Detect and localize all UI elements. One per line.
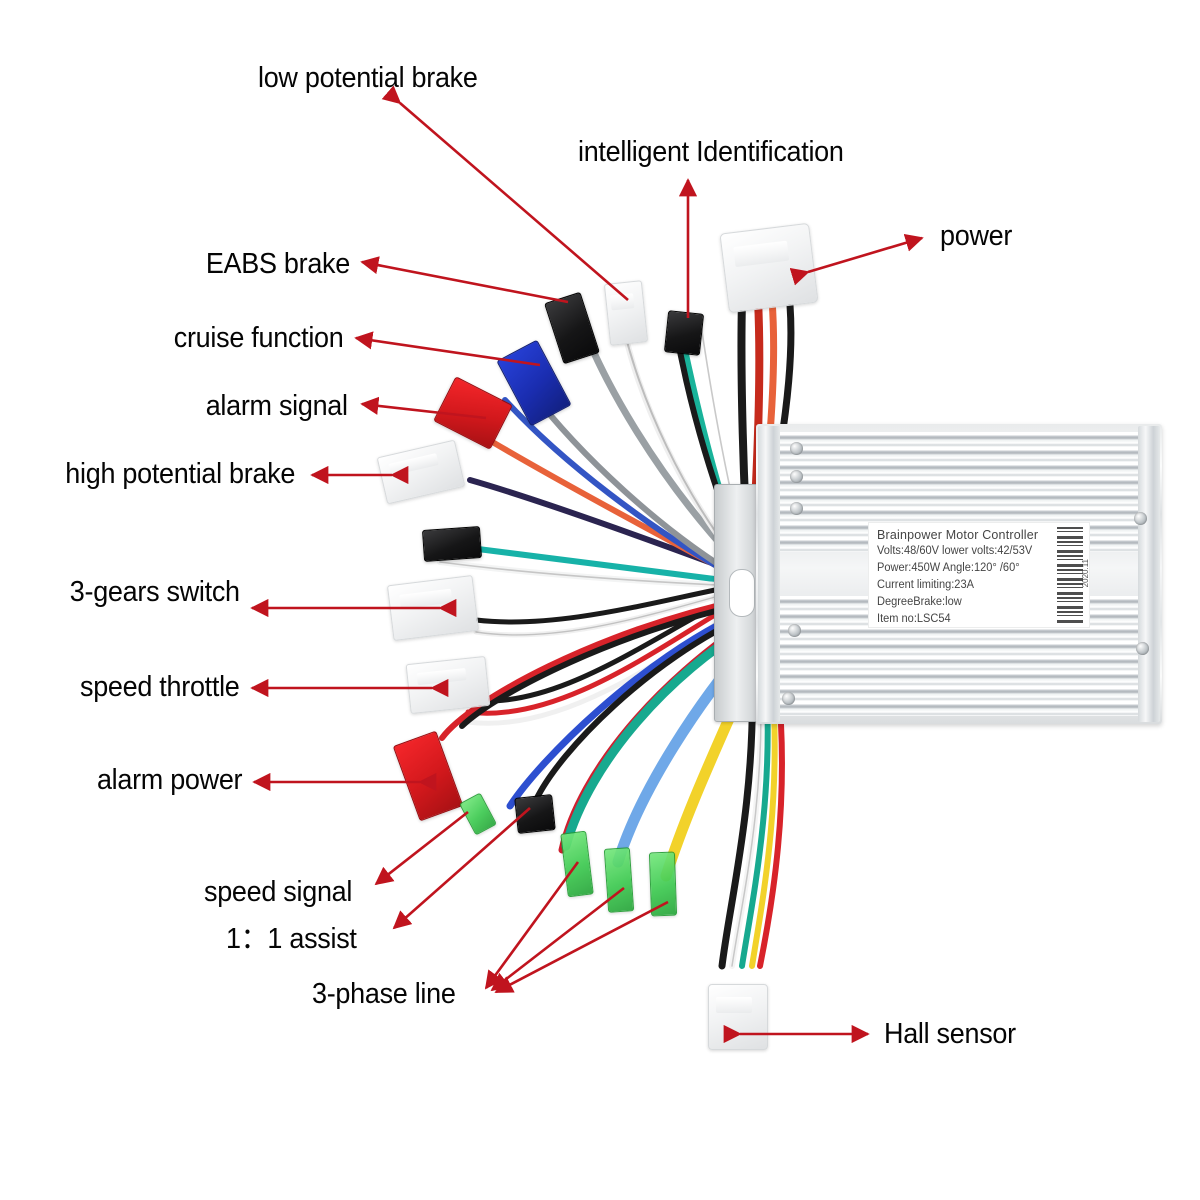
connector-intelligent-identification: [663, 310, 705, 356]
label-speed-signal: speed signal: [204, 876, 353, 908]
label-low-potential-brake: low potential brake: [258, 62, 478, 94]
screw-icon: [782, 692, 795, 705]
label-speed-throttle: speed throttle: [80, 671, 240, 703]
screw-icon: [790, 442, 803, 455]
connector-3-phase-c: [648, 851, 678, 917]
controller-nameplate: Brainpower Motor Controller Volts:48/60V…: [868, 522, 1090, 628]
nameplate-item-no: Item no:LSC54: [877, 613, 951, 625]
label-high-potential-brake: high potential brake: [65, 458, 295, 490]
connector-hall-sensor: [708, 984, 768, 1050]
barcode-date: 2020.11: [1081, 559, 1090, 588]
screw-icon: [788, 624, 801, 637]
connector-speed-signal: [421, 526, 483, 562]
screw-icon: [790, 502, 803, 515]
screw-icon: [790, 470, 803, 483]
controller-endcap-right: [1138, 426, 1160, 722]
nameplate-current-limiting: Current limiting:23A: [877, 579, 974, 591]
label-alarm-signal: alarm signal: [205, 390, 348, 422]
label-power: power: [940, 220, 1013, 252]
nameplate-volts: Volts:48/60V lower volts:42/53V: [877, 545, 1033, 557]
label-hall-sensor: Hall sensor: [884, 1018, 1016, 1050]
connector-low-potential-brake: [603, 280, 649, 346]
screw-icon: [1136, 642, 1149, 655]
label-3-gears-switch: 3-gears switch: [70, 576, 240, 608]
label-1-1-assist: 1：1 assist: [226, 923, 357, 955]
label-3-phase-line: 3-phase line: [312, 978, 456, 1010]
nameplate-degree-brake: DegreeBrake:low: [877, 596, 962, 608]
connector-3-phase-b: [603, 847, 635, 913]
connector-speed-throttle: [405, 655, 491, 715]
nameplate-title: Brainpower Motor Controller: [877, 527, 1039, 542]
label-intelligent-identification: intelligent Identification: [578, 136, 844, 168]
label-cruise-function: cruise function: [173, 322, 343, 354]
label-alarm-power: alarm power: [96, 764, 243, 796]
controller-endcap-left: [758, 426, 780, 722]
screw-icon: [1134, 512, 1147, 525]
connector-power: [719, 222, 819, 314]
nameplate-power-angle: Power:450W Angle:120° /60°: [877, 562, 1020, 574]
bracket-mounting-hole: [729, 569, 755, 617]
connector-speed-signal-jst: [514, 794, 556, 834]
barcode-icon: [1057, 527, 1083, 623]
connector-3-gears-switch: [386, 574, 480, 642]
label-eabs-brake: EABS brake: [205, 248, 350, 280]
